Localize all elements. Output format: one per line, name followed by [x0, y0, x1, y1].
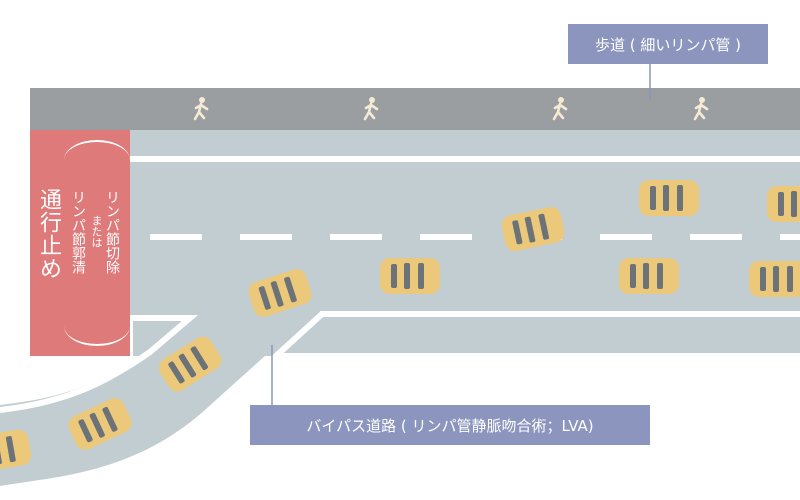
main-road: [30, 130, 800, 356]
blockade-line2: または: [90, 215, 103, 248]
blockade-line3: リンパ節郭清: [70, 190, 86, 274]
car-icon: [767, 186, 800, 222]
road-blockade: 通行止め リンパ節切除 または リンパ節郭清: [30, 130, 130, 356]
blockade-main-text: 通行止め: [36, 188, 61, 280]
bracket-top: [64, 140, 130, 160]
car-icon: [749, 261, 800, 297]
car-icon: [639, 180, 699, 216]
blockade-line1: リンパ節切除: [104, 190, 120, 274]
bypass-label: バイパス道路 ( リンパ管静脈吻合術；LVA): [250, 405, 650, 445]
sidewalk-label: 歩道 ( 細いリンパ管 ): [568, 24, 768, 64]
sidewalk: [30, 88, 800, 130]
lane-line-top: [130, 156, 800, 162]
car-icon: [380, 258, 440, 294]
bracket-bottom: [64, 326, 130, 346]
car-icon: [619, 258, 679, 294]
bypass-edge-upper: [0, 315, 199, 413]
